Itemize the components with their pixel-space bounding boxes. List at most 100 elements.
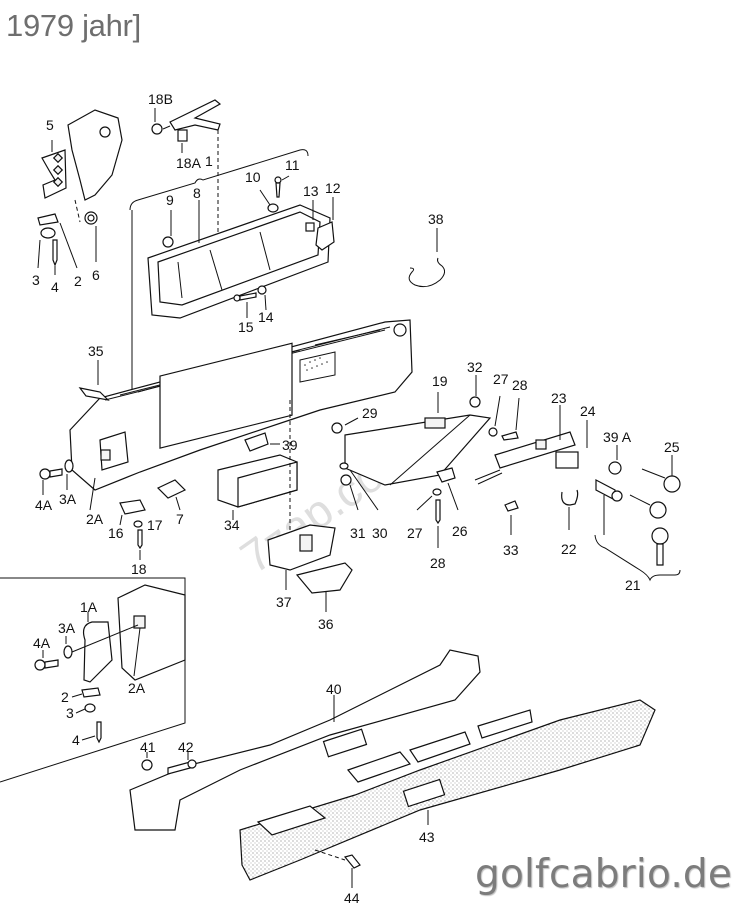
inset-part-2-clip [71,687,101,698]
label-24: 24 [580,403,596,419]
part-11-screw [274,175,290,198]
part-17-washer [133,520,143,528]
label-40: 40 [326,681,342,697]
part-25-key [641,455,681,493]
label-8: 8 [193,185,201,201]
part-18-bracket [151,99,222,240]
label-2Ab: 2A [128,680,146,696]
label-32: 32 [467,359,483,375]
dashboard-main [69,319,413,491]
label-13: 13 [303,183,319,199]
label-15: 15 [238,319,254,335]
part-40-support [129,649,481,831]
inset-dash-corner [117,584,186,681]
part-41-nut [141,752,153,771]
label-19: 19 [432,373,448,389]
label-6: 6 [92,267,100,283]
part-23-lid [474,405,576,485]
part-39A-cap [608,445,622,475]
part-side-vent-housing [67,109,123,201]
inset-part-4A-bolt [34,650,59,671]
label-36: 36 [318,616,334,632]
label-3b: 3 [66,705,74,721]
part-32-bumper [469,375,481,408]
part-2-clip [37,213,78,269]
part-27-washer-top [488,395,501,437]
part-44-rivet [314,849,361,888]
label-1A: 1A [80,599,98,615]
part-13-clip [305,200,315,232]
label-11: 11 [285,157,300,173]
part-4A-bolt [39,468,63,495]
part-29-nut [331,417,359,434]
label-37: 37 [276,594,292,610]
part-16-bracket [119,499,146,526]
part-18-screw [137,529,143,560]
label-34: 34 [224,517,240,533]
group-bracket-1 [129,149,309,211]
part-33-pin [504,500,519,535]
part-42-bolt [167,752,197,775]
part-3A-washer [64,459,74,490]
part-12-bracket [315,197,335,251]
label-4: 4 [51,279,59,295]
label-27b: 27 [407,525,423,541]
part-4-screw [52,239,58,275]
part-39-switch [244,432,280,452]
label-39: 39 [282,437,298,453]
page-title: 1979 jahr] [6,8,141,43]
part-15-screw [233,292,257,318]
label-43: 43 [419,829,435,845]
part-14-washer [257,285,267,311]
part-28-screw-bottom [435,499,441,548]
speaker-grille [304,357,328,371]
label-25: 25 [664,439,680,455]
part-1A-bracket [82,612,113,683]
part-31-nut [340,474,359,511]
part-34-ashtray [217,454,298,520]
part-8-cluster-housing [147,204,331,319]
label-12: 12 [325,180,341,196]
label-10: 10 [245,169,261,185]
label-4A: 4A [35,497,53,513]
label-35: 35 [88,343,104,359]
part-37-bezel [267,524,336,590]
label-1: 1 [205,153,213,169]
label-21: 21 [625,577,641,593]
part-38-wire [408,257,446,288]
part-3-washer [37,227,56,269]
label-38: 38 [428,211,444,227]
label-16: 16 [108,525,124,541]
part-27-washer-bottom [416,488,442,511]
label-42: 42 [178,739,194,755]
label-18B: 18B [148,91,173,107]
label-18: 18 [131,561,147,577]
part-24-lock-housing [555,420,588,469]
label-39A: 39 A [603,429,632,445]
inset-part-3A-washer [63,636,73,659]
label-44: 44 [344,890,360,906]
label-3A: 3A [59,491,77,507]
part-10-washer [259,189,279,213]
label-28b: 28 [430,555,446,571]
label-3Ab: 3A [58,620,76,636]
label-29: 29 [362,405,378,421]
label-22: 22 [561,541,577,557]
part-22-clip [561,489,579,530]
label-28: 28 [512,377,528,393]
label-17: 17 [147,517,163,533]
part-7-clip [156,479,187,511]
label-4Ab: 4A [33,635,51,651]
label-27: 27 [493,371,509,387]
part-43-lower-tray [239,699,656,881]
inset-part-3-washer [75,703,96,714]
callout-labels: 18B 5 18A 1 11 10 9 8 13 12 38 3 4 2 6 1… [32,91,680,906]
label-5: 5 [46,117,54,133]
part-21-lock-cylinder-keys [594,479,681,582]
label-41: 41 [140,739,156,755]
part-30-washer [339,462,379,511]
label-30: 30 [372,525,388,541]
leader-2A [89,477,96,511]
part-35-clip [78,360,110,401]
